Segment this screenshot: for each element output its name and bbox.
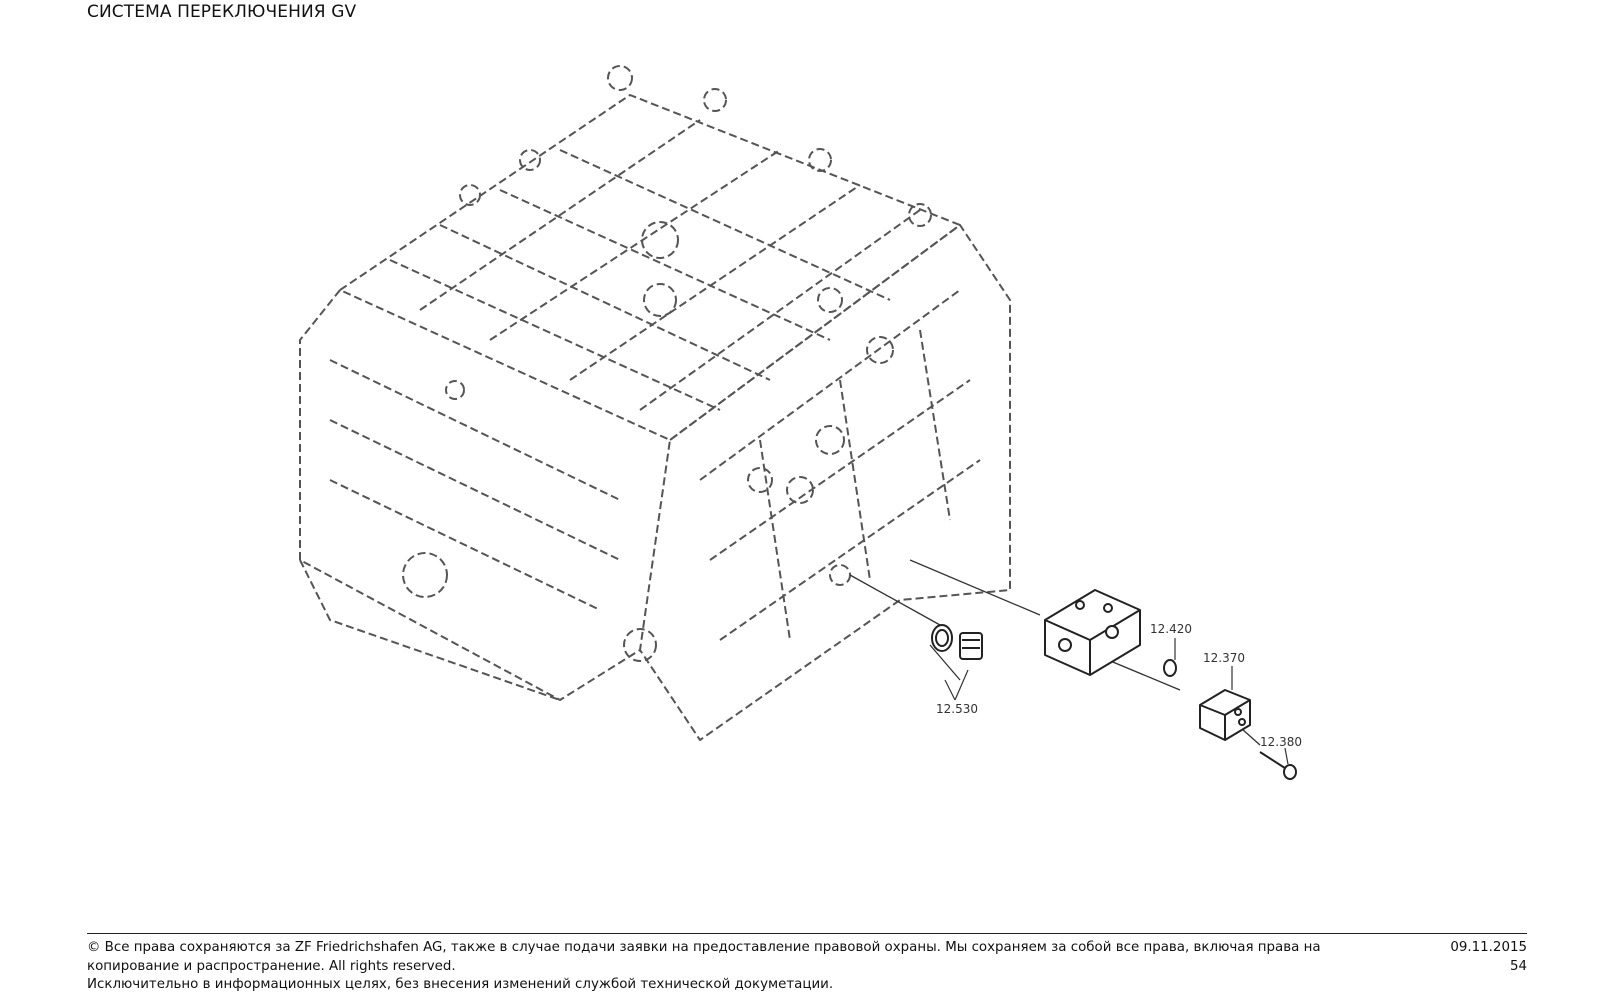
page-number: 54 [1509, 958, 1527, 974]
footer-divider [87, 933, 1527, 934]
valve-block [1044, 589, 1141, 676]
exploded-view-diagram: 12.420 12.370 12.530 12.380 [299, 65, 1302, 780]
callout-12370: 12.370 [1203, 651, 1245, 665]
callout-12420: 12.420 [1150, 622, 1192, 636]
o-ring-12530 [931, 624, 953, 652]
document-date: 09.11.2015 [1450, 940, 1527, 955]
bolt-12380 [1259, 751, 1297, 780]
copyright-line-1: © Все права сохраняются за ZF Friedrichs… [87, 940, 1321, 955]
page-title: СИСТЕМА ПЕРЕКЛЮЧЕНИЯ GV [87, 2, 357, 22]
disclaimer-line: Исключительно в информационных целях, бе… [87, 977, 834, 992]
o-ring-12420 [1163, 659, 1177, 677]
footer-copyright: © Все права сохраняются за ZF Friedrichs… [87, 939, 1407, 995]
footer-meta: 09.11.2015 54 [1450, 939, 1527, 976]
transmission-housing [299, 65, 1011, 741]
copyright-line-2: копирование и распространение. All right… [87, 958, 456, 974]
callout-12530: 12.530 [936, 702, 978, 716]
cover-12370 [1199, 689, 1251, 741]
plug-screw [959, 632, 983, 660]
callout-12380: 12.380 [1260, 735, 1302, 749]
leader-lines [944, 638, 1289, 765]
